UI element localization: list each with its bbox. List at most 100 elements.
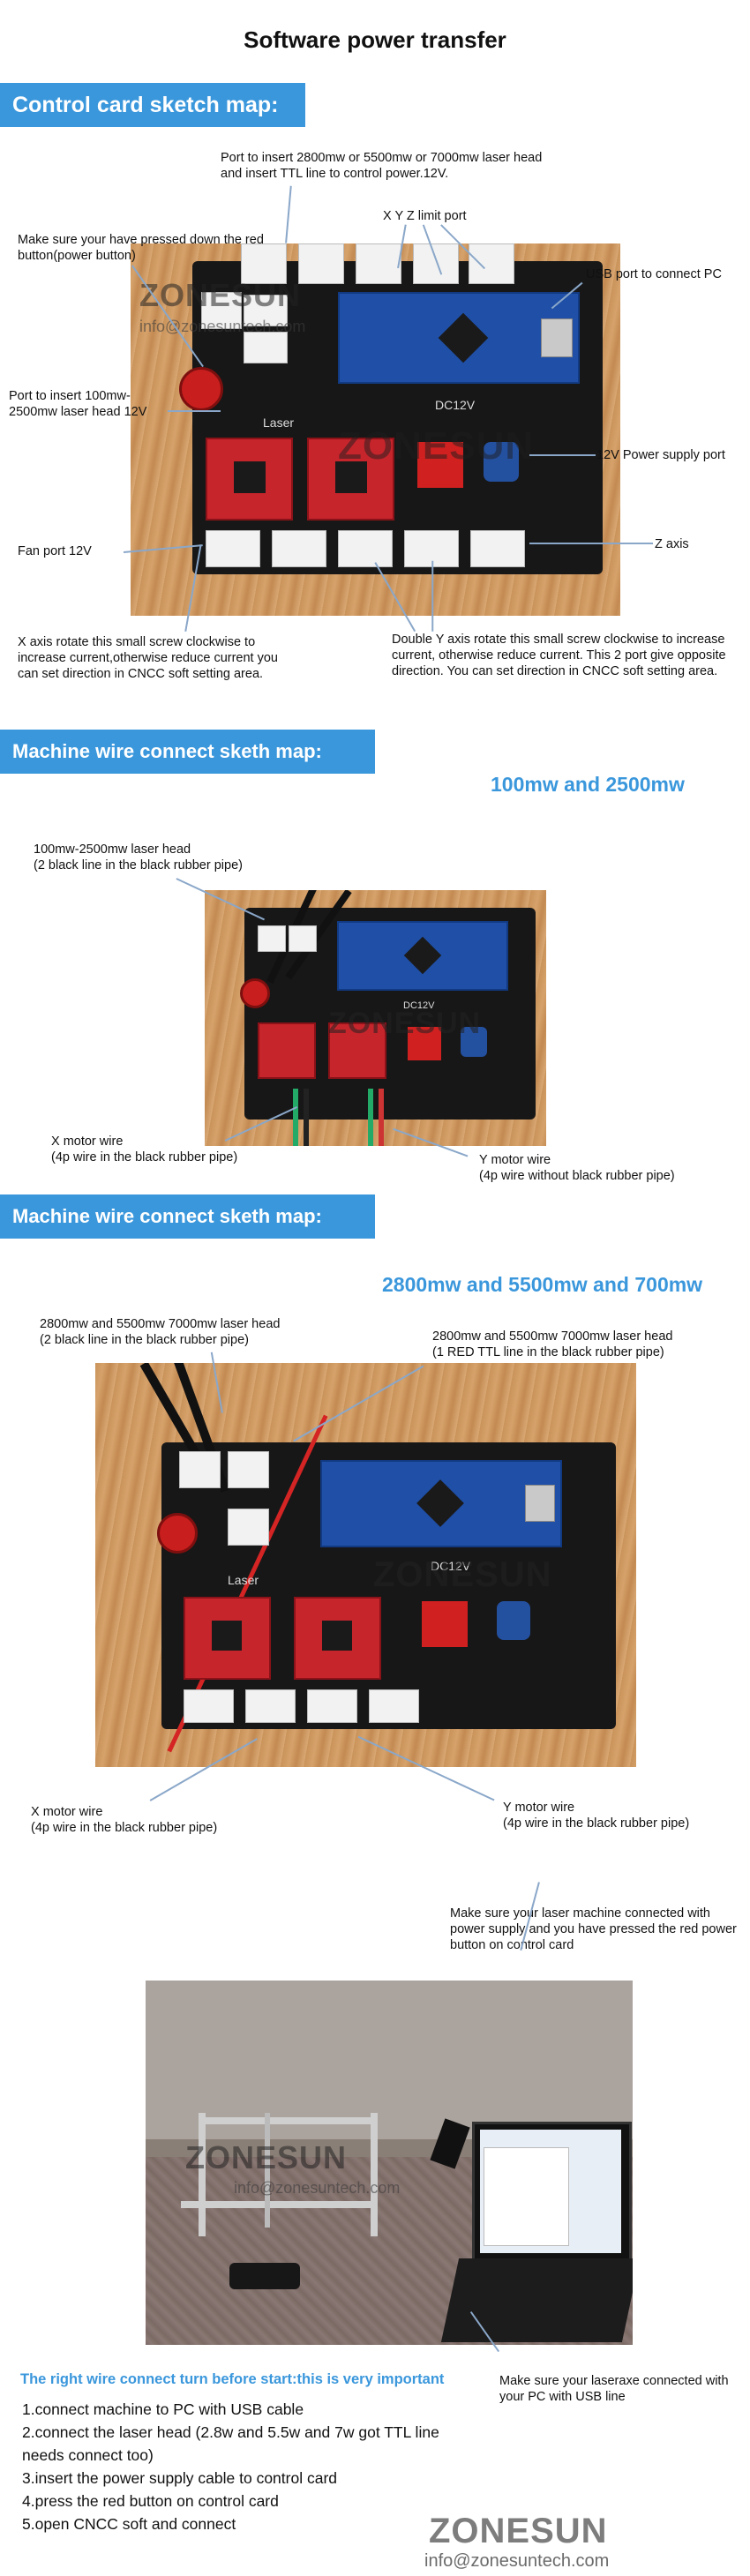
usb-connector: [541, 318, 573, 357]
annotation-y-axis: Double Y axis rotate this small screw cl…: [392, 633, 726, 678]
step-item: 5.open CNCC soft and connect: [22, 2515, 236, 2533]
power-button: [240, 978, 270, 1008]
section-subtitle-100mw: 100mw and 2500mw: [491, 773, 685, 796]
work-area: [484, 2147, 569, 2246]
board-label-dc12v: DC12V: [435, 398, 476, 412]
step-item: 1.connect machine to PC with USB cable: [22, 2400, 304, 2418]
chip: [438, 312, 489, 363]
wall: [146, 1981, 633, 2139]
board-label-dc12v: DC12V: [403, 1000, 435, 1011]
chip: [335, 461, 367, 493]
annotation-laser-head-100mw: 100mw-2500mw laser head (2 black line in…: [34, 842, 243, 872]
watermark-email: info@zonesuntech.com: [234, 2179, 401, 2197]
watermark: ZONESUN: [338, 424, 535, 468]
stepper-driver-x: [206, 438, 293, 520]
dip-switch: [408, 1027, 441, 1060]
leader-line: [431, 560, 433, 632]
connector: [469, 243, 514, 284]
annotation-laser-head-2800mw-left: 2800mw and 5500mw 7000mw laser head (2 b…: [40, 1317, 281, 1347]
control-card: [229, 2263, 300, 2289]
connector: [298, 243, 344, 284]
watermark: ZONESUN: [328, 1007, 482, 1040]
power-button: [157, 1513, 198, 1554]
frame-rail: [265, 2113, 270, 2228]
annotation-y-motor-100mw: Y motor wire (4p wire without black rubb…: [479, 1153, 675, 1183]
frame-rail: [181, 2201, 375, 2208]
step-item: 4.press the red button on control card: [22, 2492, 279, 2510]
dip-switch: [417, 442, 463, 488]
connector: [179, 1451, 221, 1488]
connector: [184, 1689, 234, 1723]
connector: [338, 530, 393, 567]
stepper-driver-y: [294, 1597, 381, 1680]
annotation-red-button: Make sure your have pressed down the red…: [18, 233, 264, 263]
note-power-connected: Make sure your laser machine connected w…: [450, 1906, 737, 1952]
annotation-fan-port: Fan port 12V: [18, 544, 92, 558]
connector: [404, 530, 459, 567]
connector: [413, 243, 459, 284]
connector: [241, 243, 287, 284]
leader-line: [529, 543, 653, 544]
chip: [322, 1621, 352, 1651]
control-card-photo: DC12V Laser ZONESUN info@zonesuntech.com…: [131, 243, 620, 616]
step-item: 3.insert the power supply cable to contr…: [22, 2469, 337, 2487]
stepper-driver-y: [307, 438, 394, 520]
cncc-software-window: [480, 2130, 621, 2253]
leader-line: [168, 410, 221, 412]
arduino-nano-board: [338, 292, 580, 384]
stepper-driver-x: [184, 1597, 271, 1680]
chip: [403, 936, 442, 975]
laptop-keyboard: [440, 2258, 633, 2342]
usb-connector: [525, 1485, 555, 1522]
annotation-y-motor-2800mw: Y motor wire (4p wire in the black rubbe…: [503, 1801, 690, 1831]
footer-email: info@zonesuntech.com: [424, 2551, 610, 2571]
leader-line: [285, 185, 292, 243]
connector: [228, 1509, 269, 1546]
watermark-email: info@zonesuntech.com: [139, 318, 306, 335]
connector: [206, 530, 260, 567]
capacitor: [497, 1601, 530, 1640]
important-heading: The right wire connect turn before start…: [20, 2371, 445, 2387]
connector: [245, 1689, 296, 1723]
annotation-laser-head-2800mw-right: 2800mw and 5500mw 7000mw laser head (1 R…: [432, 1329, 673, 1359]
machine-setup-photo: ZONESUN info@zonesuntech.com: [146, 1981, 633, 2345]
step-item: 2.connect the laser head (2.8w and 5.5w …: [22, 2423, 439, 2464]
chip: [416, 1479, 464, 1527]
connector: [258, 925, 286, 952]
dip-switch: [422, 1601, 468, 1647]
annotation-xyz-limit: X Y Z limit port: [383, 209, 467, 223]
stepper-driver-y: [328, 1022, 386, 1079]
annotation-x-motor-100mw: X motor wire (4p wire in the black rubbe…: [51, 1134, 238, 1164]
annotation-z-axis: Z axis: [655, 537, 689, 551]
annotation-power-port: 12V Power supply port: [596, 448, 725, 462]
watermark: ZONESUN: [185, 2139, 348, 2175]
motor-wire: [293, 1089, 298, 1146]
arduino-nano-board: [337, 921, 508, 991]
connector: [201, 292, 242, 329]
connector: [470, 530, 525, 567]
motor-wire: [379, 1089, 384, 1146]
connector: [356, 243, 401, 284]
connector: [244, 295, 288, 326]
capacitor: [484, 442, 519, 482]
laptop-screen: [472, 2122, 632, 2264]
frame-rail: [199, 2113, 206, 2236]
section-banner-wire-2800mw: Machine wire connect sketh map:: [0, 1194, 375, 1239]
power-button: [179, 367, 223, 411]
page-title: Software power transfer: [244, 26, 506, 53]
frame-rail: [371, 2113, 378, 2236]
annotation-laser-100mw: Port to insert 100mw-2500mw laser head 1…: [9, 389, 147, 419]
watermark: ZONESUN: [139, 277, 302, 313]
annotation-laser-port: Port to insert 2800mw or 5500mw or 7000m…: [221, 151, 543, 181]
board-label-dc12v: DC12V: [431, 1559, 471, 1573]
connector: [244, 332, 288, 363]
motor-wire: [368, 1089, 373, 1146]
watermark: ZONESUN: [373, 1555, 552, 1594]
connector: [369, 1689, 419, 1723]
board-label-laser: Laser: [263, 416, 295, 430]
capacitor: [461, 1027, 487, 1057]
section-banner-wire-100mw: Machine wire connect sketh map:: [0, 730, 375, 774]
connector: [289, 925, 317, 952]
steps-list: 1.connect machine to PC with USB cable 2…: [22, 2398, 446, 2535]
annotation-x-motor-2800mw: X motor wire (4p wire in the black rubbe…: [31, 1805, 218, 1835]
